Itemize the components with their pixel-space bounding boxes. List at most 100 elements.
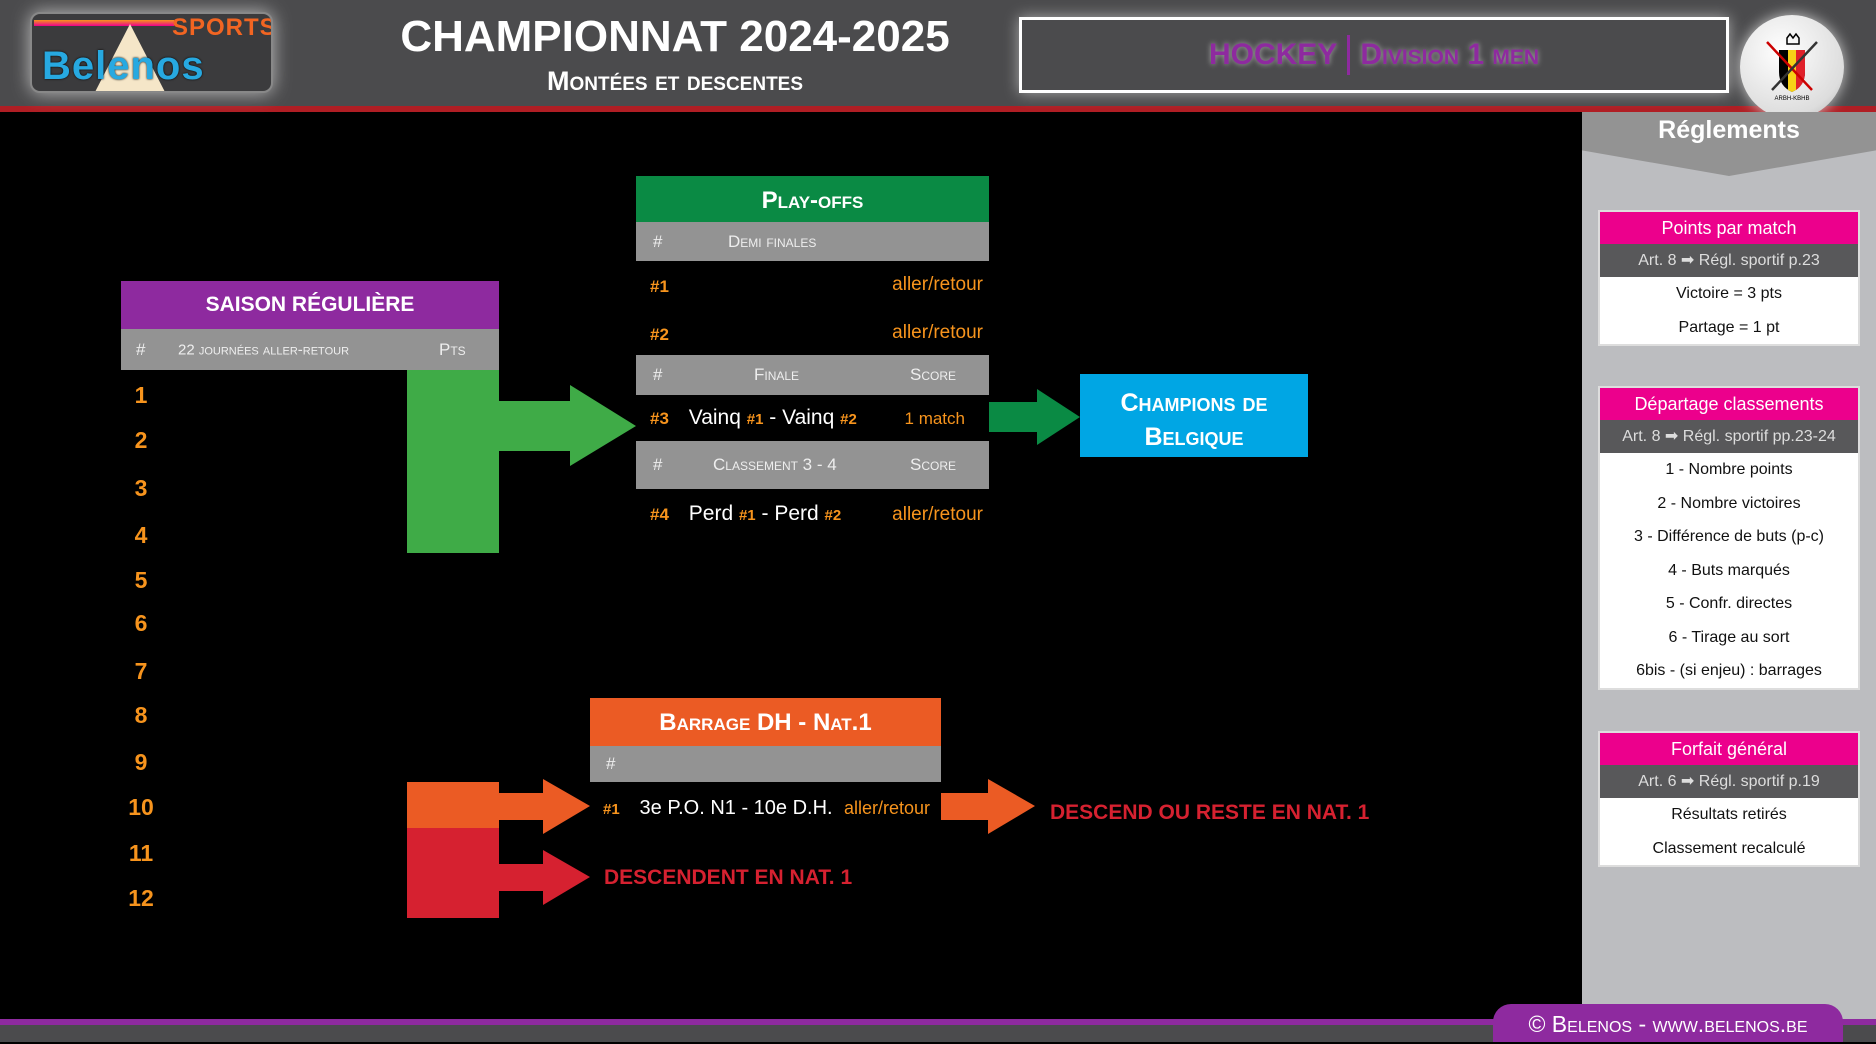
champions-box: Champions de Belgique xyxy=(1080,374,1308,457)
col-label: Classement 3 - 4 xyxy=(713,455,837,474)
belenos-logo[interactable]: SPORTS Belenos xyxy=(30,12,273,93)
sport-label: HOCKEY xyxy=(1208,38,1338,71)
page-title: CHAMPIONNAT 2024-2025 xyxy=(400,12,950,61)
col-score: Score xyxy=(910,365,957,384)
section-title: Départage classements xyxy=(1600,388,1858,420)
semi-row: #1 aller/retour xyxy=(650,274,985,298)
rank-number: 12 xyxy=(128,885,154,911)
match-format: 1 match xyxy=(904,409,965,428)
rules-section-forfeit: Forfait général Art. 6 ➡ Régl. sportif p… xyxy=(1598,731,1860,867)
rule-item: 3 - Différence de buts (p-c) xyxy=(1633,528,1824,545)
separator: - xyxy=(769,406,777,429)
logo-triangle xyxy=(94,24,166,91)
arrow-right-icon xyxy=(499,385,636,466)
rule-item: Résultats retirés xyxy=(1671,806,1787,823)
col-points: Pts xyxy=(439,339,466,359)
arrow-right-icon xyxy=(499,850,590,905)
regular-season-title: SAISON RÉGULIÈRE xyxy=(121,281,499,329)
rank-number: 1 xyxy=(134,382,148,408)
section-title: Points par match xyxy=(1600,212,1858,244)
playoff-qualifiers-block xyxy=(407,370,499,553)
final-header: # Finale Score xyxy=(636,355,989,395)
federation-logo-text: ARBH-KBHB xyxy=(1774,96,1809,102)
ref-a: #1 xyxy=(746,411,764,428)
division-label: Division 1 men xyxy=(1360,38,1540,71)
col-rank: # xyxy=(653,455,663,474)
relegation-label: DESCENDENT EN NAT. 1 xyxy=(604,866,853,889)
rule-item: 4 - Buts marqués xyxy=(1668,561,1790,579)
rank-number: 3 xyxy=(134,475,148,501)
footer-strip xyxy=(0,1025,1876,1042)
arrow-right-icon xyxy=(989,389,1080,445)
header-divider xyxy=(0,106,1876,112)
final-row: #3 Vainq #1 - Vainq #2 1 match xyxy=(650,406,985,430)
barrage-outcome: DESCEND OU RESTE EN NAT. 1 xyxy=(1050,801,1370,824)
col-rank: # xyxy=(653,365,663,384)
rule-item: 6 - Tirage au sort xyxy=(1668,628,1790,646)
page-subtitle: Montées et descentes xyxy=(546,66,804,96)
rules-section-points: Points par match Art. 8 ➡ Régl. sportif … xyxy=(1598,210,1860,346)
rules-section-tiebreak: Départage classements Art. 8 ➡ Régl. spo… xyxy=(1598,386,1860,690)
team-a: Vainq xyxy=(688,406,741,429)
rank-number: 4 xyxy=(134,522,148,548)
division-banner: HOCKEY Division 1 men xyxy=(1019,17,1729,93)
rule-item: 5 - Confr. directes xyxy=(1665,595,1793,612)
col-label: Finale xyxy=(754,365,800,384)
barrage-row: #1 3e P.O. N1 - 10e D.H. aller/retour xyxy=(603,796,938,820)
ref-a: #1 xyxy=(738,507,756,524)
separator: - xyxy=(761,502,769,525)
rule-item: 6bis - (si enjeu) : barrages xyxy=(1636,662,1822,679)
col-rank: # xyxy=(136,339,146,359)
match-id: #3 xyxy=(650,409,669,428)
team-b: Vainq xyxy=(782,406,835,429)
rank-number: 7 xyxy=(134,658,148,684)
barrage-block xyxy=(407,782,499,828)
semis-header: # Demi finales xyxy=(636,222,989,261)
rank-number: 2 xyxy=(134,427,148,453)
col-rank: # xyxy=(653,231,663,251)
rank-number: 5 xyxy=(134,567,148,593)
rule-item: Partage = 1 pt xyxy=(1678,318,1780,336)
logo-sports-text: SPORTS xyxy=(172,14,273,41)
rank-number: 9 xyxy=(134,749,148,775)
match-format: aller/retour xyxy=(843,798,930,818)
rank-number: 11 xyxy=(128,840,154,866)
rank-number: 8 xyxy=(134,702,148,728)
rule-item: Classement recalculé xyxy=(1652,839,1806,857)
col-rank: # xyxy=(606,754,616,773)
regular-season-header: # 22 journées aller-retour Pts xyxy=(121,329,499,370)
section-article-link[interactable]: Art. 8 ➡ Régl. sportif pp.23-24 xyxy=(1600,420,1858,453)
match-id: #1 xyxy=(650,277,669,296)
section-title: Forfait général xyxy=(1600,733,1858,765)
arrow-right-icon xyxy=(499,779,590,834)
match-format: aller/retour xyxy=(892,504,983,525)
col-score: Score xyxy=(910,455,957,474)
relegation-block xyxy=(407,828,499,918)
barrage-title: Barrage DH - Nat.1 xyxy=(590,698,941,746)
third-place-row: #4 Perd #1 - Perd #2 aller/retour xyxy=(650,502,985,526)
match-format: aller/retour xyxy=(892,322,983,343)
col-label: Demi finales xyxy=(728,231,817,251)
ref-b: #2 xyxy=(840,411,857,428)
col-description: 22 journées aller-retour xyxy=(178,341,350,358)
ref-b: #2 xyxy=(824,507,842,524)
team-a: Perd xyxy=(688,502,734,525)
semi-row: #2 aller/retour xyxy=(650,322,985,346)
rule-item: 2 - Nombre victoires xyxy=(1657,494,1801,512)
playoffs-title: Play-offs xyxy=(636,176,989,222)
match-id: #2 xyxy=(650,325,669,344)
section-article-link[interactable]: Art. 6 ➡ Régl. sportif p.19 xyxy=(1600,765,1858,798)
logo-name-text: Belenos xyxy=(42,44,205,88)
match-id: #1 xyxy=(603,801,620,818)
rank-number: 6 xyxy=(134,610,148,636)
footer-copyright-link[interactable]: © Belenos - www.belenos.be xyxy=(1493,1004,1843,1042)
rule-item: 1 - Nombre points xyxy=(1665,461,1793,478)
footer-bar xyxy=(0,1019,1876,1025)
match-teams: 3e P.O. N1 - 10e D.H. xyxy=(639,797,833,819)
match-format: aller/retour xyxy=(892,274,983,295)
rule-item: Victoire = 3 pts xyxy=(1676,285,1782,302)
logo-stripe xyxy=(34,20,174,26)
section-article-link[interactable]: Art. 8 ➡ Régl. sportif p.23 xyxy=(1600,244,1858,277)
barrage-header: # xyxy=(590,746,941,782)
team-b: Perd xyxy=(774,502,819,525)
